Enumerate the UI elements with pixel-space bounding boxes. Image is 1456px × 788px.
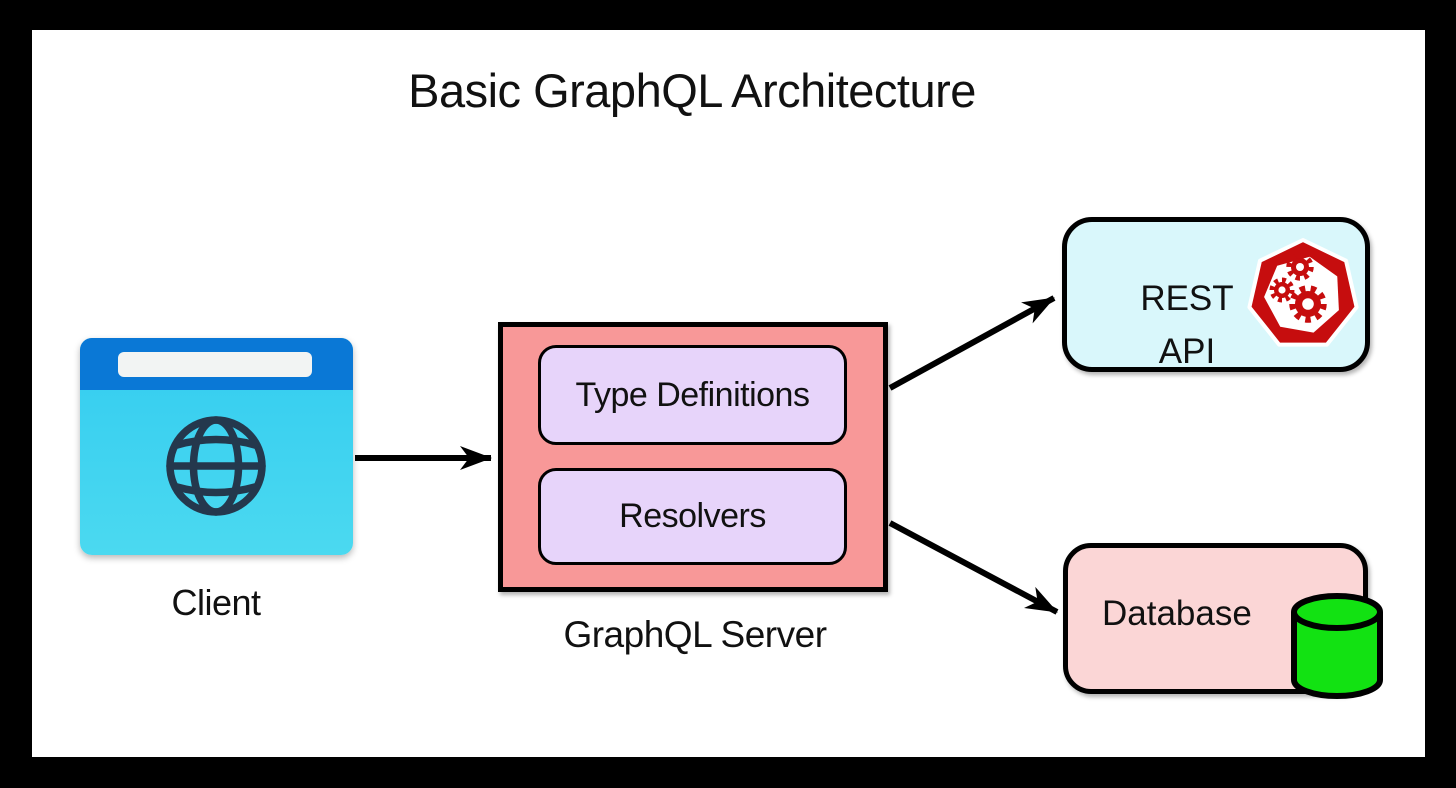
graphql-server-node-label: GraphQL Server	[563, 614, 827, 655]
rest-api-node: REST API	[1062, 217, 1370, 372]
resolvers-label: Resolvers	[619, 497, 766, 535]
database-node: Database	[1063, 543, 1383, 699]
rest-api-label-line2: API	[1158, 332, 1216, 371]
database-label: Database	[1102, 594, 1252, 633]
browser-address-bar	[118, 352, 312, 377]
graphql-server-node: Type Definitions Resolvers	[498, 322, 888, 592]
rest-api-label: REST API	[1102, 272, 1272, 378]
gear-large-bottom	[1289, 285, 1327, 323]
arrow-server-to-database	[888, 520, 1059, 615]
rest-api-label-line1: REST	[1140, 279, 1234, 318]
gear-small-left	[1269, 277, 1295, 303]
diagram-canvas: Basic GraphQL Architecture	[32, 30, 1425, 757]
type-definitions-label: Type Definitions	[575, 375, 810, 414]
type-definitions-box: Type Definitions	[538, 345, 847, 445]
globe-icon	[166, 416, 266, 516]
api-heptagon-gears-icon	[1247, 238, 1359, 347]
diagram-title: Basic GraphQL Architecture	[408, 64, 976, 117]
client-node-label: Client	[171, 582, 261, 623]
gear-small-top	[1286, 253, 1314, 281]
arrow-server-to-rest-api	[888, 295, 1056, 391]
browser-topbar	[80, 338, 353, 390]
browser-icon	[80, 338, 353, 555]
resolvers-box: Resolvers	[538, 468, 847, 565]
database-cylinder-icon	[1291, 593, 1383, 699]
